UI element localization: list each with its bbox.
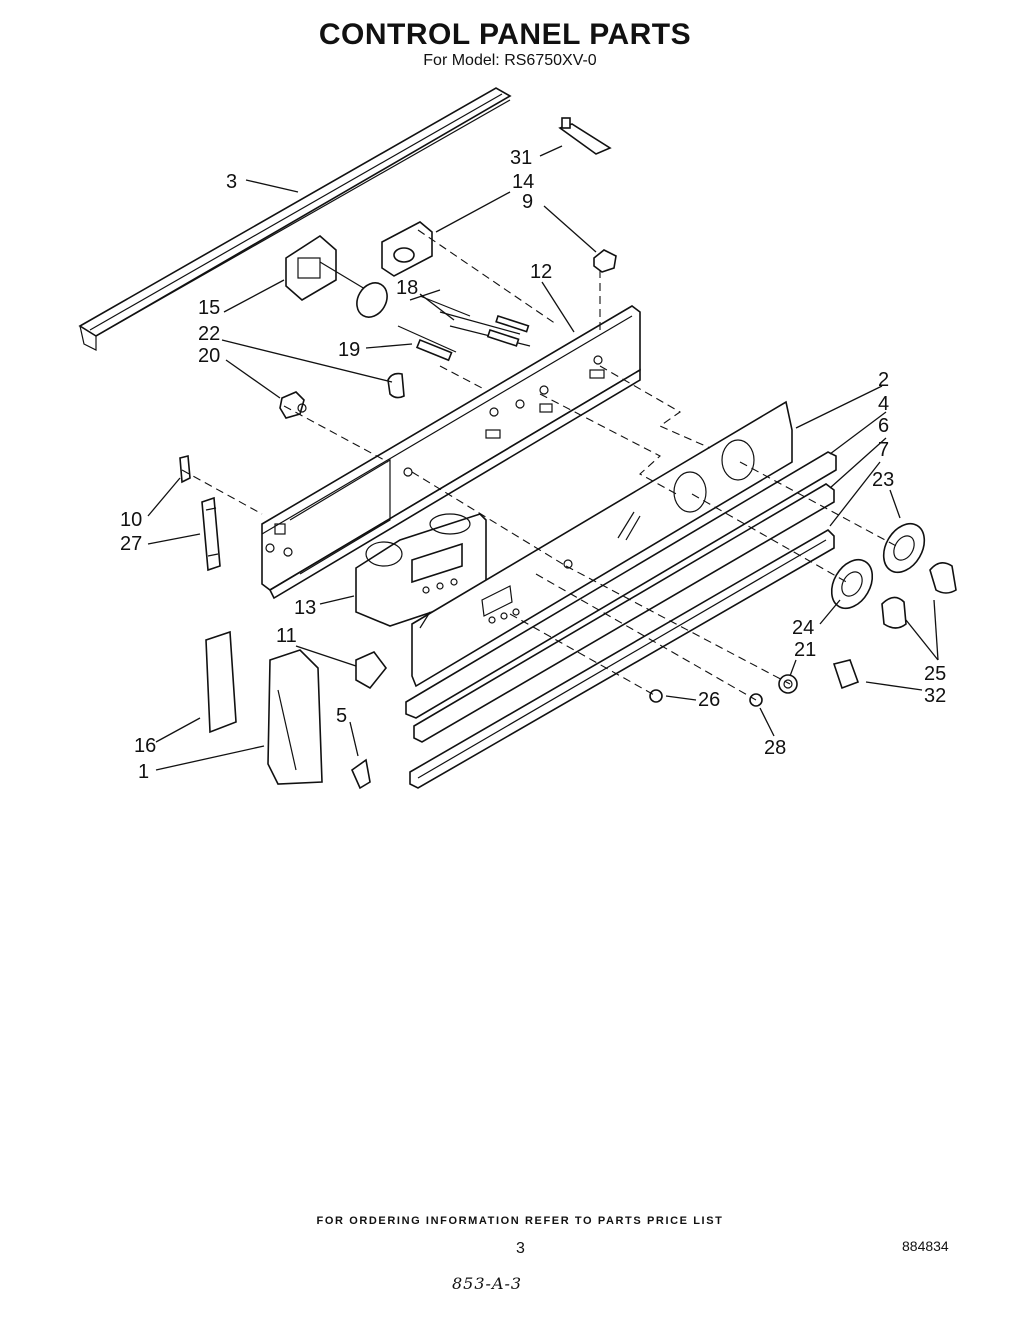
part-27-bracket	[201, 496, 221, 572]
callout-22: 22	[198, 323, 220, 345]
callout-20: 20	[198, 345, 220, 367]
part-1-end-cap	[267, 649, 323, 785]
part-20-terminal	[279, 391, 307, 419]
callout-23: 23	[872, 469, 894, 491]
part-ring-seal	[356, 282, 388, 318]
callout-16: 16	[134, 735, 156, 757]
callout-26: 26	[698, 689, 720, 711]
assembly-guide-lines	[181, 229, 901, 701]
callout-1: 1	[138, 761, 149, 783]
page-number: 3	[516, 1240, 525, 1257]
part-24-knob-skirt	[830, 558, 874, 610]
callout-11: 11	[276, 625, 297, 647]
part-12-back-panel	[261, 305, 641, 600]
part-4-trim	[405, 451, 837, 719]
part-11-plate	[355, 651, 388, 690]
part-32-clip	[832, 659, 860, 690]
callout-12: 12	[530, 261, 552, 283]
callout-7: 7	[878, 439, 889, 461]
document-number: 884834	[902, 1238, 949, 1254]
part-31-clip	[558, 117, 612, 155]
part-10-bracket	[179, 454, 191, 484]
part-2-glass-panel	[411, 400, 793, 688]
callout-labels: 3 31 14 9 12 15 18 22 19 20 2 4 6 7 23 1…	[120, 147, 946, 783]
ordering-info-note: FOR ORDERING INFORMATION REFER TO PARTS …	[316, 1215, 724, 1227]
callout-leader-lines	[147, 145, 939, 771]
part-9-bushing	[593, 249, 617, 273]
part-13-display-module	[355, 513, 487, 627]
part-16-bracket	[205, 630, 237, 734]
callout-15: 15	[198, 297, 220, 319]
page-title: CONTROL PANEL PARTS	[318, 18, 692, 51]
part-22-clip	[387, 372, 405, 399]
part-6-trim	[413, 483, 835, 743]
callout-2: 2	[878, 369, 889, 391]
callout-25: 25	[924, 663, 946, 685]
part-18-wire-harness	[409, 289, 531, 347]
callout-14: 14	[512, 171, 534, 193]
callout-5: 5	[336, 705, 347, 727]
callout-21: 21	[794, 639, 816, 661]
part-19-wire	[397, 325, 457, 362]
part-3-trim-strip	[78, 87, 512, 351]
part-14-switch-bracket	[381, 221, 433, 277]
part-26-screw	[649, 689, 663, 703]
handwritten-code: 853-A-3	[452, 1274, 523, 1293]
callout-10: 10	[120, 509, 142, 531]
callout-32: 32	[924, 685, 946, 707]
part-7-trim	[409, 528, 835, 789]
callout-6: 6	[878, 415, 889, 437]
callout-31: 31	[510, 147, 532, 169]
part-21-nut	[778, 674, 798, 694]
callout-24: 24	[792, 617, 814, 639]
part-23-knob-skirt	[882, 522, 926, 574]
callout-13: 13	[294, 597, 316, 619]
part-5-cap	[351, 758, 371, 790]
callout-3: 3	[226, 171, 237, 193]
callout-9: 9	[522, 191, 533, 213]
callout-19: 19	[338, 339, 360, 361]
model-subtitle: For Model: RS6750XV-0	[423, 52, 597, 69]
part-15-clock	[285, 235, 371, 301]
callout-18: 18	[396, 277, 418, 299]
part-25-knob	[881, 562, 957, 629]
callout-27: 27	[120, 533, 142, 555]
callout-28: 28	[764, 737, 786, 759]
callout-4: 4	[878, 393, 889, 415]
